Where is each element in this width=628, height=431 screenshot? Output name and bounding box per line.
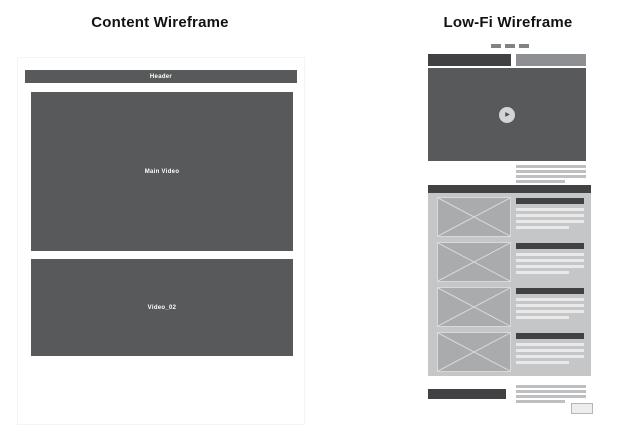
item-text-line <box>516 316 570 319</box>
play-icon: ▶ <box>505 111 510 118</box>
image-placeholder-x-icon <box>437 287 511 327</box>
list-item <box>437 197 584 237</box>
content-list-panel <box>428 193 591 376</box>
item-title-bar <box>516 288 584 294</box>
item-text-block <box>516 288 584 322</box>
header-bar-label: Header <box>149 73 173 80</box>
item-text-line <box>516 361 570 364</box>
lofi-wireframe-title: Low-Fi Wireframe <box>443 14 573 31</box>
image-placeholder-x-icon <box>437 242 511 282</box>
footer-dark-bar <box>428 389 506 399</box>
lofi-header-light-block <box>516 54 586 66</box>
video-02-placeholder: Video_02 <box>31 259 293 356</box>
video-02-label: Video_02 <box>147 304 177 311</box>
main-video-placeholder: Main Video <box>31 92 293 251</box>
item-text-block <box>516 243 584 277</box>
content-wireframe-title: Content Wireframe <box>91 14 229 31</box>
nav-dash-icon <box>519 44 529 48</box>
list-item <box>437 242 584 282</box>
item-text-line <box>516 253 584 256</box>
item-text-line <box>516 208 584 211</box>
nav-menu-dashes <box>491 44 529 48</box>
item-text-line <box>516 304 584 307</box>
item-text-line <box>516 343 584 346</box>
text-line <box>516 175 586 178</box>
text-line <box>516 400 565 403</box>
text-line <box>516 170 586 173</box>
item-text-block <box>516 333 584 367</box>
text-line <box>516 395 586 398</box>
footer-text-lines <box>516 385 586 405</box>
nav-dash-icon <box>505 44 515 48</box>
footer-small-box <box>571 403 593 414</box>
section-divider-bar <box>428 185 591 193</box>
nav-dash-icon <box>491 44 501 48</box>
item-text-line <box>516 265 584 268</box>
play-button: ▶ <box>499 106 515 123</box>
item-text-line <box>516 349 584 352</box>
lofi-video-player-placeholder: ▶ <box>428 68 586 161</box>
text-line <box>516 385 586 388</box>
item-text-line <box>516 298 584 301</box>
list-item <box>437 332 584 372</box>
text-line <box>516 180 565 183</box>
item-text-line <box>516 220 584 223</box>
item-text-line <box>516 226 570 229</box>
intro-text-lines <box>516 165 586 185</box>
item-title-bar <box>516 243 584 249</box>
lofi-header-dark-block <box>428 54 511 66</box>
item-text-line <box>516 355 584 358</box>
list-item <box>437 287 584 327</box>
main-video-label: Main Video <box>144 168 180 175</box>
item-title-bar <box>516 198 584 204</box>
image-placeholder-x-icon <box>437 332 511 372</box>
item-text-line <box>516 271 570 274</box>
item-text-line <box>516 259 584 262</box>
item-text-block <box>516 198 584 232</box>
item-text-line <box>516 310 584 313</box>
text-line <box>516 390 586 393</box>
text-line <box>516 165 586 168</box>
header-bar-placeholder: Header <box>25 70 297 83</box>
image-placeholder-x-icon <box>437 197 511 237</box>
item-title-bar <box>516 333 584 339</box>
item-text-line <box>516 214 584 217</box>
